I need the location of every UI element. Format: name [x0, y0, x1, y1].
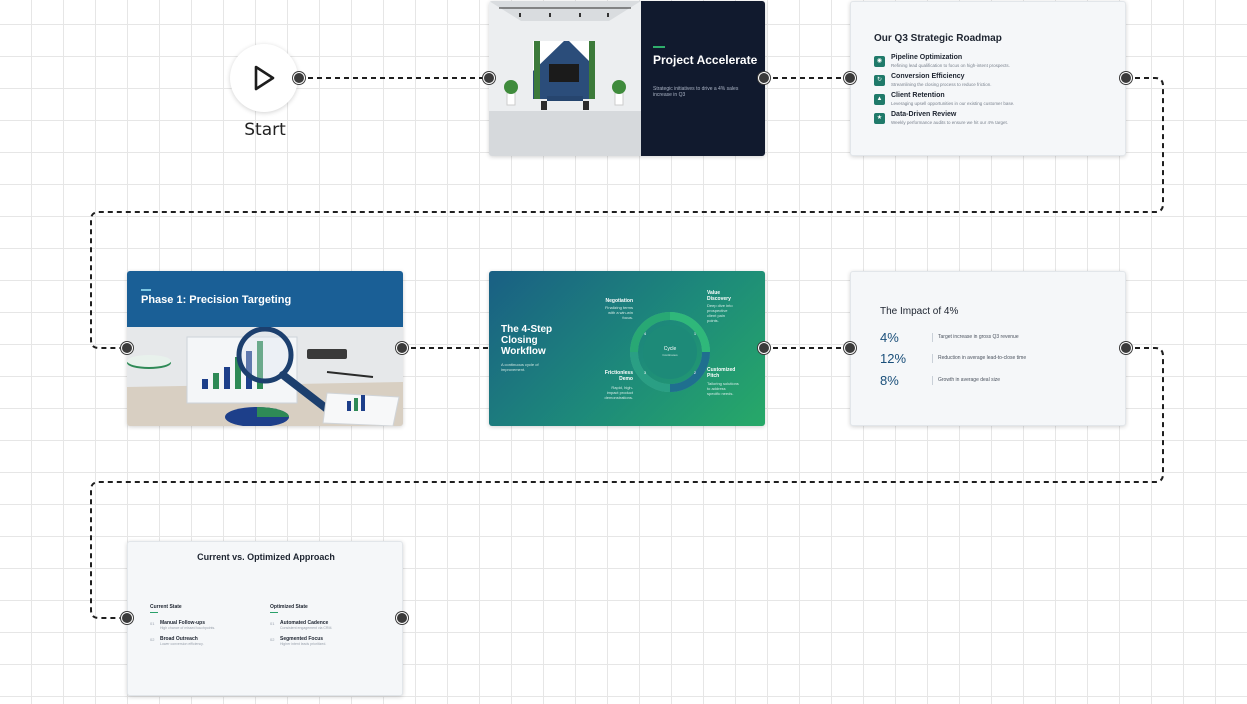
item-desc: Higher intent leads prioritized. [280, 642, 327, 646]
slide-impact[interactable]: The Impact of 4% 4% Target increase in g… [850, 271, 1126, 426]
step-desc: Tailoring solutions to address specific … [707, 381, 739, 396]
office-photo [489, 1, 641, 156]
item-desc: Consistent engagement via CRM. [280, 626, 333, 630]
slide1-input-handle[interactable] [483, 72, 495, 84]
slide2-output-handle[interactable] [1120, 72, 1132, 84]
roadmap-item: ↻ Conversion Efficiency Streamlining the… [874, 73, 1114, 91]
refresh-icon: ↻ [874, 75, 885, 86]
slide1-output-handle[interactable] [758, 72, 770, 84]
cycle-center-label: Cycle [664, 346, 677, 352]
slide6-output-handle[interactable] [396, 612, 408, 624]
start-node[interactable] [230, 44, 298, 112]
slide-title: Our Q3 Strategic Roadmap [874, 33, 1002, 44]
roadmap-item-name: Client Retention [891, 92, 945, 99]
roadmap-item: ◉ Pipeline Optimization Refining lead qu… [874, 54, 1114, 72]
impact-row: 4% Target increase in gross Q3 revenue [880, 330, 1120, 346]
item-name: Manual Follow-ups [160, 620, 205, 626]
step-number: 2 [694, 370, 697, 375]
slide5-output-handle[interactable] [1120, 342, 1132, 354]
impact-value: 12% [880, 351, 907, 366]
impact-text: Reduction in average lead-to-close time [938, 355, 1027, 361]
slide4-output-handle[interactable] [758, 342, 770, 354]
item-number: 02 [270, 637, 275, 642]
divider [932, 333, 933, 342]
impact-row: 8% Growth in average deal size [880, 373, 1120, 389]
step-desc: Deep dive into prospective client pain p… [707, 303, 733, 323]
slide6-input-handle[interactable] [121, 612, 133, 624]
impact-value: 8% [880, 373, 899, 388]
slide-title: The 4-Step Closing Workflow [501, 324, 553, 357]
divider [932, 354, 933, 363]
target-icon: ◉ [874, 56, 885, 67]
item-name: Broad Outreach [160, 636, 198, 642]
step-desc: Rapid, high-impact product demonstration… [604, 385, 633, 400]
slide-project-accelerate[interactable]: Project Accelerate Strategic initiatives… [489, 1, 765, 156]
slide3-output-handle[interactable] [396, 342, 408, 354]
item-number: 02 [150, 637, 155, 642]
step-label: Negotiation [605, 298, 634, 304]
item-number: 01 [270, 621, 275, 626]
item-desc: High chance of missed touchpoints. [160, 626, 216, 630]
slide-subtitle: A continuous cycle of improvement. [501, 362, 539, 372]
step-number: 4 [644, 331, 647, 336]
divider [932, 376, 933, 385]
title-accent [141, 289, 151, 291]
step-label: Value Discovery [707, 290, 731, 302]
column-heading: Current State [150, 604, 182, 610]
item-name: Segmented Focus [280, 636, 324, 642]
users-icon: ▲ [874, 94, 885, 105]
item-name: Automated Cadence [280, 620, 329, 626]
impact-text: Target increase in gross Q3 revenue [938, 334, 1019, 340]
slide5-input-handle[interactable] [844, 342, 856, 354]
impact-value: 4% [880, 330, 899, 345]
roadmap-item-desc: Weekly performance audits to ensure we h… [891, 120, 1008, 125]
title-panel: Project Accelerate Strategic initiatives… [641, 1, 765, 156]
roadmap-item-desc: Streamlining the closing process to redu… [891, 82, 992, 87]
impact-row: 12% Reduction in average lead-to-close t… [880, 351, 1120, 367]
step-label: Frictionless Demo [604, 370, 633, 382]
step-number: 1 [694, 331, 697, 336]
step-label: Customized Pitch [707, 367, 736, 379]
slide-title: Phase 1: Precision Targeting [141, 294, 292, 306]
cycle-diagram: Cycle Continuous 1 2 3 4 [630, 312, 710, 392]
roadmap-item-name: Conversion Efficiency [891, 73, 965, 80]
analytics-photo [127, 326, 403, 426]
roadmap-item-desc: Refining lead qualification to focus on … [891, 63, 1010, 68]
slide-title: The Impact of 4% [880, 306, 959, 317]
slide-roadmap[interactable]: Our Q3 Strategic Roadmap ◉ Pipeline Opti… [850, 1, 1126, 156]
slide-header: Phase 1: Precision Targeting [127, 271, 403, 327]
slide-comparison[interactable]: Current vs. Optimized Approach Current S… [127, 541, 403, 696]
slide-closing-workflow[interactable]: The 4-Step Closing Workflow A continuous… [489, 271, 765, 426]
item-number: 01 [150, 621, 155, 626]
step-number: 3 [644, 370, 647, 375]
play-icon [254, 65, 275, 91]
roadmap-item: ★ Data-Driven Review Weekly performance … [874, 111, 1114, 129]
start-output-handle[interactable] [293, 72, 305, 84]
item-desc: Lower conversion efficiency. [160, 642, 204, 646]
roadmap-item-name: Data-Driven Review [891, 111, 957, 118]
slide-subtitle: Strategic initiatives to drive a 4% sale… [653, 86, 739, 98]
slide-phase-1[interactable]: Phase 1: Precision Targeting [127, 271, 403, 426]
start-label: Start [244, 120, 286, 140]
heading-rule [270, 612, 278, 613]
cycle-center-sub: Continuous [662, 353, 678, 357]
column-heading: Optimized State [270, 604, 308, 610]
roadmap-item-desc: Leveraging upsell opportunities in our e… [891, 101, 1015, 106]
step-desc: Finalizing terms with a win-win focus. [604, 305, 633, 320]
roadmap-item-name: Pipeline Optimization [891, 54, 963, 61]
slide2-input-handle[interactable] [844, 72, 856, 84]
slide-title: Current vs. Optimized Approach [197, 552, 335, 562]
title-accent [653, 46, 665, 48]
roadmap-item: ▲ Client Retention Leveraging upsell opp… [874, 92, 1114, 110]
slide-title: Project Accelerate [653, 53, 758, 67]
heading-rule [150, 612, 158, 613]
slide3-input-handle[interactable] [121, 342, 133, 354]
chart-icon: ★ [874, 113, 885, 124]
impact-text: Growth in average deal size [938, 377, 1000, 383]
